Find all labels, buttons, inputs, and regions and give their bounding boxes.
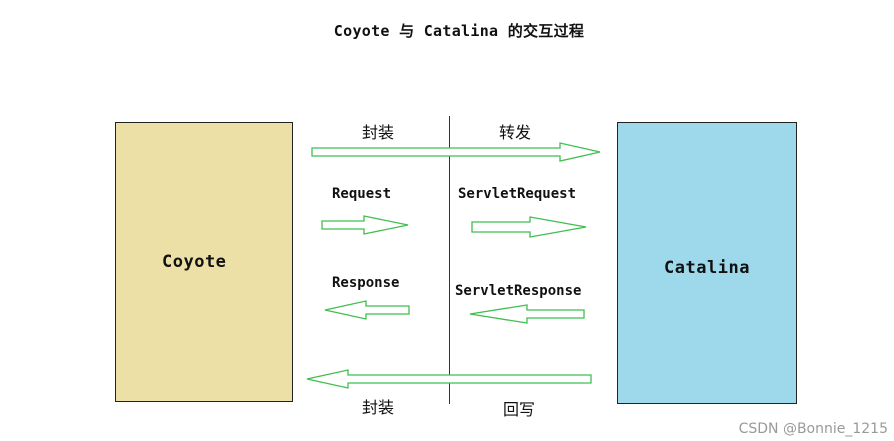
- label-forward: 转发: [499, 123, 532, 142]
- catalina-label: Catalina: [664, 258, 750, 278]
- arrow-servlet-request: [471, 216, 587, 238]
- arrow-long-top: [311, 142, 601, 162]
- label-response: Response: [332, 275, 400, 291]
- catalina-box: Catalina: [617, 122, 797, 404]
- label-encapsulate-bottom: 封装: [362, 398, 395, 417]
- label-write-back: 回写: [503, 400, 536, 419]
- label-servlet-request: ServletRequest: [458, 186, 577, 202]
- label-request: Request: [332, 186, 392, 202]
- arrow-long-bottom: [306, 369, 592, 389]
- diagram-title: Coyote 与 Catalina 的交互过程: [333, 22, 585, 40]
- coyote-label: Coyote: [162, 252, 227, 272]
- label-encapsulate-top: 封装: [362, 123, 395, 142]
- center-divider: [449, 116, 450, 404]
- coyote-box: Coyote: [115, 122, 293, 402]
- arrow-response: [324, 300, 410, 320]
- csdn-watermark: CSDN @Bonnie_1215: [738, 421, 888, 437]
- arrow-request: [321, 215, 409, 235]
- arrow-servlet-response: [469, 304, 585, 324]
- label-servlet-response: ServletResponse: [455, 283, 582, 299]
